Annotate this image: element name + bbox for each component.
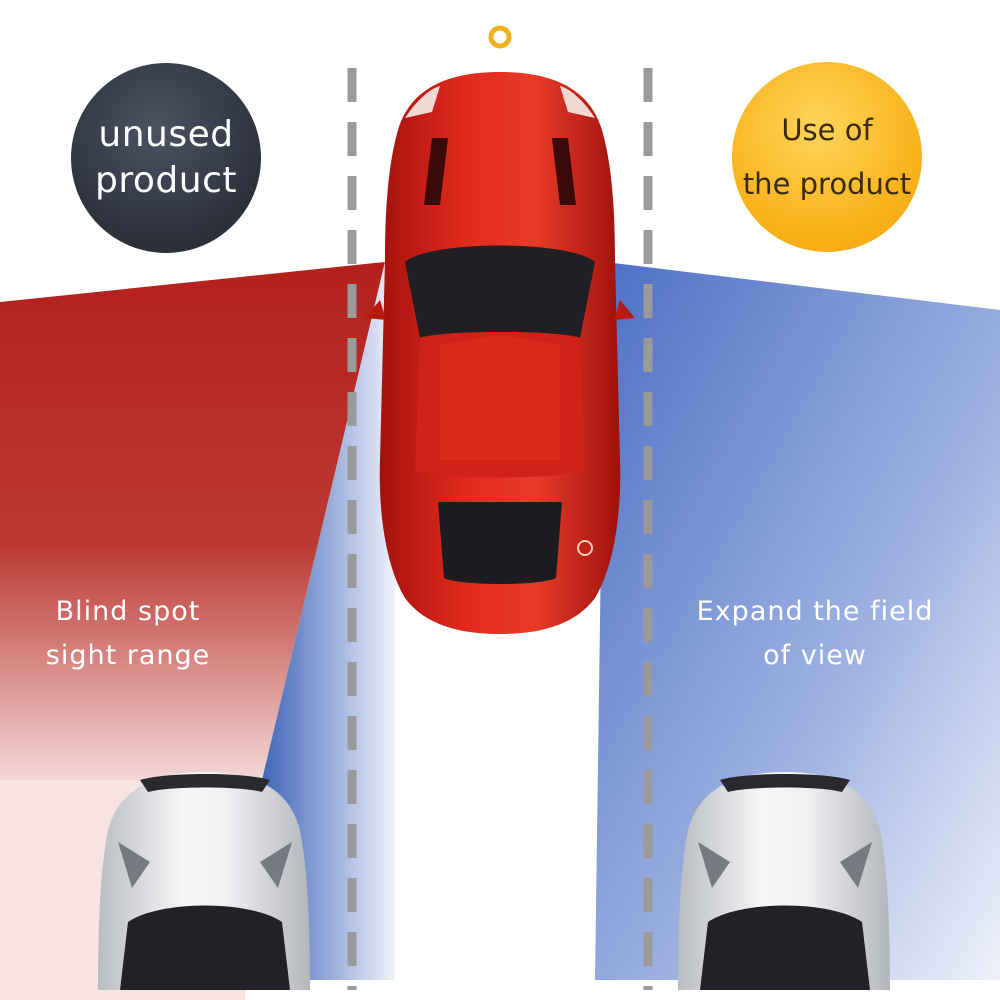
blind-spot-line2: sight range xyxy=(45,640,211,671)
used-badge-line2: the product xyxy=(742,167,912,201)
left-car-icon xyxy=(98,772,310,990)
expand-view-caption: Expand the field of view xyxy=(670,590,960,678)
main-car-icon xyxy=(365,72,635,634)
use-of-product-badge: Use of the product xyxy=(732,62,922,252)
expand-line2: of view xyxy=(763,640,867,671)
right-car-icon xyxy=(678,772,890,990)
expanded-view-zone xyxy=(595,262,1000,980)
unused-badge-line2: product xyxy=(95,160,237,201)
left-view-zone xyxy=(262,262,395,980)
blind-spot-zone xyxy=(0,262,385,780)
location-dot-icon xyxy=(488,25,512,49)
expand-line1: Expand the field xyxy=(696,596,934,627)
blind-spot-line1: Blind spot xyxy=(55,596,201,627)
used-badge-line1: Use of xyxy=(781,113,873,147)
blind-spot-caption: Blind spot sight range xyxy=(28,590,228,678)
unused-product-badge: unused product xyxy=(71,63,261,253)
unused-badge-line1: unused xyxy=(98,114,234,155)
